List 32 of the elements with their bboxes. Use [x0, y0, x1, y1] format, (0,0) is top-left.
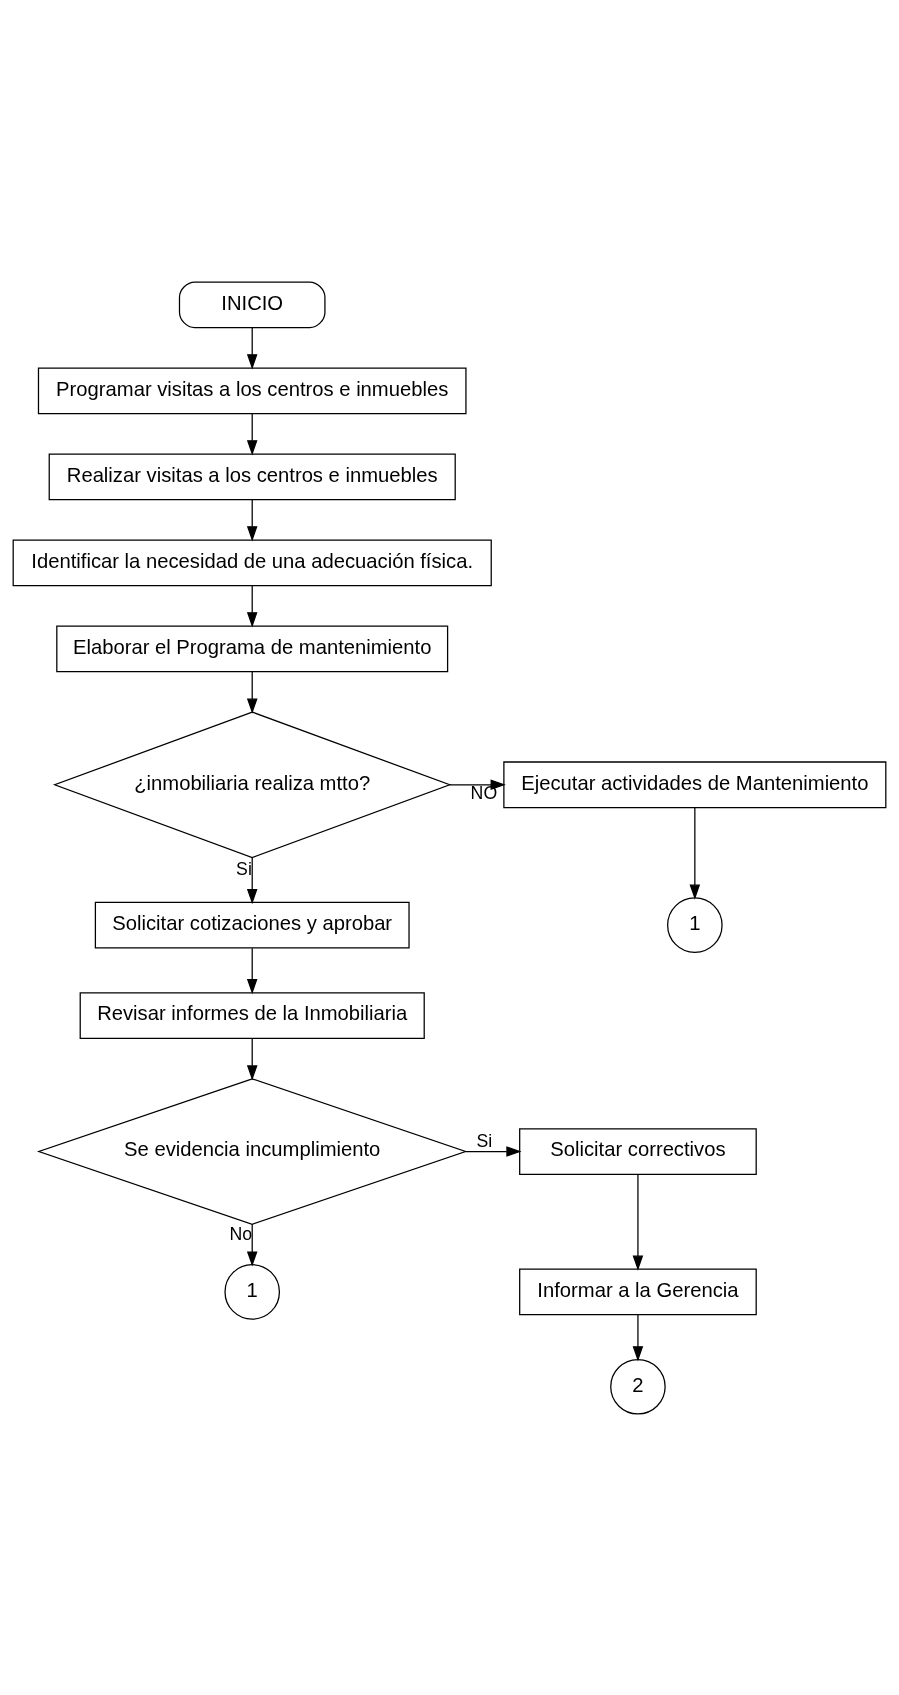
- node-box: Realizar visitas a los centros e inmuebles: [48, 452, 456, 500]
- arrow: [246, 412, 258, 455]
- node-circle: 2: [610, 1358, 666, 1415]
- arrow: [465, 1145, 522, 1157]
- arrow: [246, 947, 258, 994]
- arrow: [632, 1313, 644, 1361]
- edge-label: Si: [476, 1130, 493, 1151]
- node-box: Programar visitas a los centros e inmuebles: [37, 366, 467, 414]
- arrow: [246, 584, 258, 627]
- node-box: Revisar informes de la Inmobiliaria: [79, 991, 425, 1039]
- node-diamond: Se evidencia incumplimiento: [36, 1077, 468, 1225]
- node-box: Solicitar cotizaciones y aprobar: [94, 901, 410, 949]
- arrow: [246, 326, 258, 369]
- arrow: [246, 856, 258, 904]
- arrow: [246, 671, 258, 714]
- arrow: [246, 498, 258, 541]
- arrow: [689, 806, 701, 900]
- arrow: [632, 1173, 644, 1271]
- node-circle: 1: [667, 896, 723, 953]
- arrow: [246, 1223, 258, 1267]
- edge-label: NO: [470, 782, 498, 803]
- node-box: Elaborar el Programa de mantenimiento: [56, 624, 449, 672]
- node-box: Solicitar correctivos: [519, 1127, 757, 1175]
- node-box: Informar a la Gerencia: [519, 1268, 757, 1315]
- node-box: Identificar la necesidad de una adecuación física.: [12, 538, 492, 586]
- edge-label: No: [229, 1223, 253, 1244]
- node-box: Ejecutar actividades de Mantenimiento: [503, 760, 887, 808]
- node-box: INICIO: [178, 280, 326, 328]
- edge-label: Si: [236, 858, 252, 879]
- arrow: [246, 1037, 258, 1080]
- node-circle: 1: [224, 1263, 281, 1320]
- node-diamond: ¿inmobiliaria realiza mtto?: [52, 710, 452, 858]
